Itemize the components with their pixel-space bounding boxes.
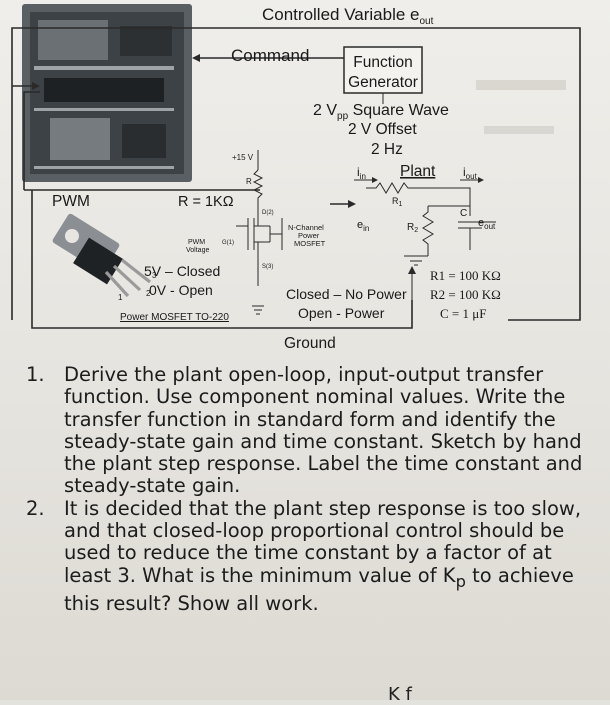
function-generator-label-1: Function — [353, 54, 412, 71]
r1-label: R1 — [392, 196, 403, 208]
open-0v-label: 0V - Open — [149, 282, 213, 298]
pwm-label: PWM — [52, 193, 90, 210]
question-2-text-before: It is decided that the plant step respon… — [64, 496, 582, 587]
pwm-voltage-label-1: PWM — [188, 239, 205, 246]
plant-ground-symbol — [404, 250, 429, 266]
r2-label: R2 — [407, 222, 418, 234]
capacitor-value-label: C = 1 μF — [440, 306, 486, 321]
open-power-label: Open - Power — [298, 305, 385, 321]
pull-resistor — [252, 169, 264, 210]
offset-label: 2 V Offset — [348, 121, 417, 138]
ein-label: ein — [357, 219, 369, 233]
eout-label: eout — [478, 217, 496, 231]
pull-resistor-label: R — [246, 177, 252, 186]
cut-off-line-fragment: K f — [388, 684, 412, 705]
question-1-text: Derive the plant open-loop, input-output… — [64, 363, 583, 498]
gate-label: G(1) — [222, 240, 234, 246]
plant-label: Plant — [400, 163, 436, 180]
question-1-number: 1. — [26, 363, 45, 386]
closed-no-power-label: Closed – No Power — [286, 286, 407, 302]
arduino-board-image — [22, 4, 192, 182]
r2-resistor — [422, 206, 434, 250]
command-wire — [192, 54, 344, 62]
closed-5v-label: 5V – Closed — [144, 263, 220, 279]
mosfet-symbol — [236, 210, 283, 286]
pin-2-label: 2 — [146, 289, 151, 298]
function-generator-box — [343, 46, 423, 94]
nchannel-label-2: Power — [298, 231, 320, 240]
mosfet-ground-symbol — [252, 305, 264, 315]
question-2: 2. It is decided that the plant step res… — [18, 496, 598, 615]
iin-arrow-head — [372, 177, 378, 183]
pin-3-label: 3 — [152, 271, 157, 280]
controlled-variable-label: Controlled Variable eout — [262, 5, 434, 27]
r2-value-label: R2 = 100 KΩ — [430, 287, 501, 302]
capacitor-label: C — [460, 208, 467, 219]
plus15-label: +15 V — [232, 153, 254, 162]
power-mosfet-label: Power MOSFET TO-220 — [120, 312, 229, 323]
resistor-value-label: R = 1KΩ — [178, 194, 234, 210]
power-arrow-head — [408, 266, 416, 274]
iout-label: iout — [463, 165, 478, 181]
frequency-label: 2 Hz — [371, 141, 403, 158]
circuit-diagram: 1 3 2 Controlled Variable eout Command F… — [11, 4, 581, 352]
ground-bus-wire — [31, 190, 413, 329]
nchannel-label-3: MOSFET — [294, 239, 326, 248]
iout-arrow-head — [478, 177, 484, 183]
pwm-voltage-label-2: Voltage — [186, 247, 209, 254]
question-2-kp-subscript: p — [455, 571, 466, 591]
drive-arrow-head — [348, 200, 356, 208]
iin-label: iin — [357, 165, 366, 181]
question-list: 1. Derive the plant open-loop, input-out… — [18, 363, 598, 615]
feedback-wire — [11, 27, 581, 321]
question-2-number: 2. — [26, 496, 45, 520]
square-wave-label: 2 Vpp Square Wave — [313, 102, 449, 122]
question-2-text-after: to achieve this result? Show all work. — [64, 563, 574, 615]
capacitor-symbol — [458, 221, 482, 250]
question-1: 1. Derive the plant open-loop, input-out… — [18, 363, 598, 498]
mosfet-package-image — [52, 213, 151, 298]
function-generator-label-2: Generator — [348, 74, 418, 91]
return-wire — [23, 91, 40, 190]
ground-label: Ground — [284, 335, 336, 352]
bleed-through-marks — [476, 80, 566, 134]
pin-1-label: 1 — [118, 293, 123, 302]
r1-resistor — [366, 182, 471, 216]
nchannel-label-1: N-Channel — [288, 223, 324, 232]
r1-value-label: R1 = 100 KΩ — [430, 268, 501, 283]
source-label: S(3) — [262, 264, 273, 270]
command-label: Command — [231, 46, 309, 65]
drain-label: D(2) — [262, 210, 274, 216]
